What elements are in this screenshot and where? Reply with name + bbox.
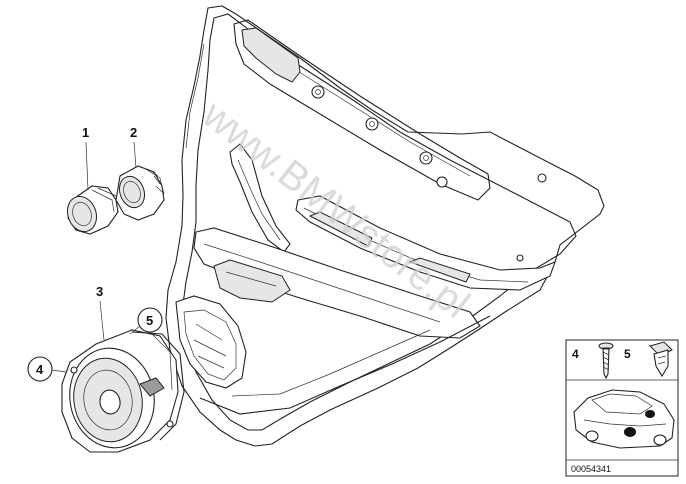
loudspeaker (61, 329, 185, 453)
part-code: 00054341 (571, 464, 611, 474)
callout-3-label: 3 (96, 284, 103, 299)
callout-5: 5 (129, 307, 163, 335)
inset-label-5: 5 (624, 347, 631, 361)
door-trim-panel (165, 5, 605, 447)
callout-2: 2 (130, 125, 137, 169)
callout-2-label: 2 (130, 125, 137, 140)
callout-5-label: 5 (146, 313, 153, 328)
screw-icon (598, 342, 614, 380)
callout-1-label: 1 (82, 125, 89, 140)
car-silhouette-icon (573, 389, 675, 449)
inset-label-4: 4 (572, 347, 579, 361)
tweeter-cap (66, 185, 119, 235)
callout-4: 4 (27, 356, 67, 382)
clip-nut-icon (649, 341, 673, 378)
tweeter-ring (115, 165, 165, 221)
callout-3: 3 (96, 284, 105, 341)
fastener-inset: 4 5 00054341 (565, 339, 679, 477)
callout-1: 1 (82, 125, 89, 191)
callout-4-label: 4 (36, 362, 44, 377)
